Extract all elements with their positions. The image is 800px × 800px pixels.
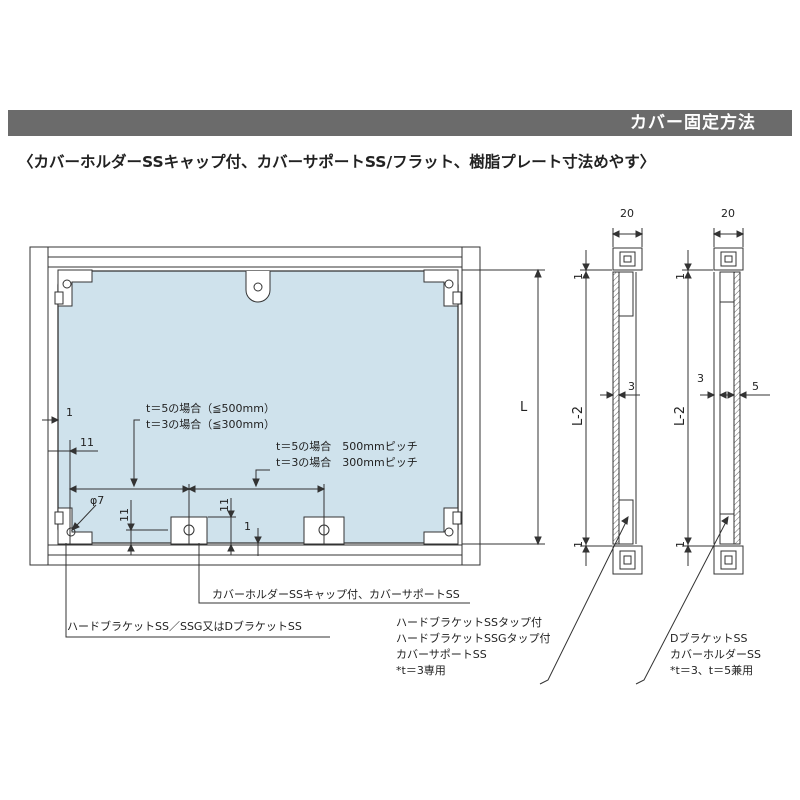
side-a-callout-leader — [539, 519, 628, 685]
side-a-callout-line3: カバーサポートSS — [396, 648, 487, 661]
side-view-a-labels: 20 1 L-2 3 1 ハードブラケットSSタップ付 ハードブラケットSSGタ… — [396, 207, 635, 677]
bracket-callout-leader — [65, 543, 330, 638]
side-b-callout-line2: カバーホルダーSS — [670, 647, 761, 661]
cover-holder-tab-top — [245, 271, 271, 303]
thickness-note-line1: t＝5の場合（≦500mm） — [146, 401, 275, 415]
cover-holder-callout-leader — [198, 543, 470, 604]
side-a-bottom-gap: 1 — [572, 541, 585, 548]
callout-cover-holder: カバーホルダーSSキャップ付、カバーサポートSS — [212, 587, 460, 601]
side-b-callout-line1: DブラケットSS — [670, 631, 747, 645]
side-a-top-gap: 1 — [572, 273, 585, 280]
corner-bracket-bl — [54, 507, 93, 545]
side-a-width: 20 — [620, 207, 634, 220]
section-title: カバー固定方法 — [630, 113, 756, 133]
diagram-subtitle: 〈カバーホルダーSSキャップ付、カバーサポートSS/フラット、樹脂プレート寸法め… — [18, 153, 656, 171]
side-b-length: L-2 — [673, 406, 688, 426]
side-a-callout-line1: ハードブラケットSSタップ付 — [396, 615, 542, 629]
side-view-b-labels: 20 1 L-2 3 5 1 DブラケットSS カバーホルダーSS *t＝3、t… — [670, 207, 761, 677]
corner-bracket-tl — [54, 269, 93, 307]
side-b-thick: 3 — [697, 372, 704, 385]
frame-right-post — [461, 246, 481, 566]
dim-11-b: 11 — [218, 498, 231, 512]
dim-1-left: 1 — [66, 406, 73, 419]
side-view-a — [539, 228, 644, 685]
pitch-note-leader — [255, 469, 270, 482]
thickness-note-line2: t＝3の場合（≦300mm） — [146, 417, 275, 431]
side-b-width: 20 — [721, 207, 735, 220]
side-a-callout-line2: ハードブラケットSSGタップ付 — [396, 631, 551, 645]
side-a-length: L-2 — [571, 406, 586, 426]
corner-bracket-tr — [423, 269, 462, 307]
front-view-labels: 1 11 φ7 11 11 1 L t＝5の場合（≦500mm） t＝3の場合（… — [66, 400, 528, 633]
side-a-callout-line4: *t＝3専用 — [396, 664, 446, 677]
pitch-note-line2: t＝3の場合 300mmピッチ — [276, 455, 418, 469]
frame-left-post — [29, 246, 49, 566]
dim-11-left: 11 — [80, 436, 94, 449]
corner-bracket-br — [423, 507, 462, 545]
side-a-thick: 3 — [628, 380, 635, 393]
side-view-b — [635, 228, 770, 685]
dim-phi7: φ7 — [90, 494, 104, 507]
side-b-callout-leader — [635, 519, 728, 685]
side-a-plate — [612, 271, 620, 545]
thickness-note-leader — [133, 419, 140, 482]
dim-11-a: 11 — [118, 508, 131, 522]
side-b-top-gap: 1 — [674, 273, 687, 280]
side-b-gap: 5 — [752, 380, 759, 393]
dim-1-b: 1 — [244, 520, 251, 533]
side-b-bottom-gap: 1 — [674, 541, 687, 548]
pitch-note-line1: t＝5の場合 500mmピッチ — [276, 439, 418, 453]
dim-L: L — [520, 400, 528, 415]
side-b-plate — [733, 271, 741, 545]
callout-bracket: ハードブラケットSS／SSG又はDブラケットSS — [67, 619, 302, 633]
front-view — [29, 246, 545, 638]
section-header-bar: カバー固定方法 — [8, 110, 792, 136]
side-b-callout-line3: *t＝3、t＝5兼用 — [670, 664, 753, 677]
